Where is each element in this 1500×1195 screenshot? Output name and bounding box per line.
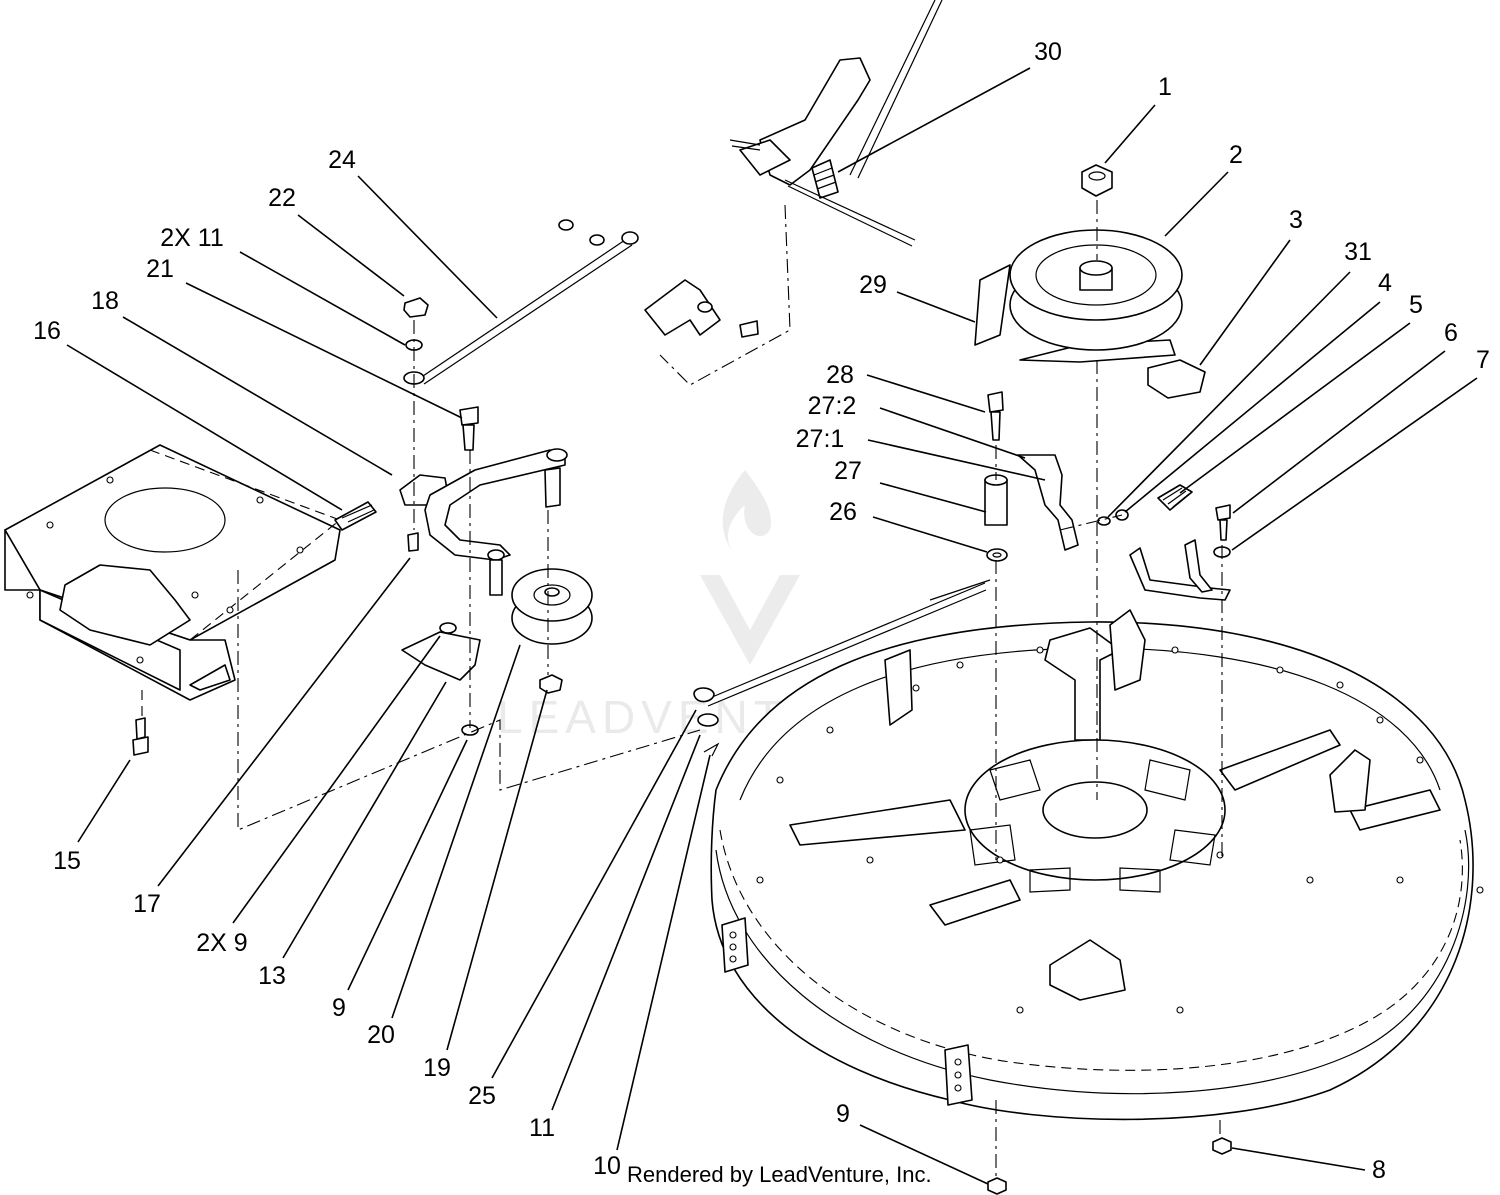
idler-arm-assembly bbox=[984, 391, 1231, 601]
callout-label: 28 bbox=[826, 361, 854, 389]
idler-arm-bracket bbox=[1017, 454, 1079, 551]
callout-label: 26 bbox=[829, 498, 857, 526]
linkage-rod bbox=[693, 579, 991, 757]
lift-bracket bbox=[759, 57, 871, 186]
plate-13 bbox=[401, 631, 481, 681]
nut-22 bbox=[403, 297, 429, 318]
callout-label: 2 bbox=[1229, 141, 1243, 169]
callout-label: 2X 9 bbox=[196, 929, 247, 957]
callout-label: 11 bbox=[529, 1114, 555, 1142]
deck-holes bbox=[756, 646, 1484, 1014]
bushing-31 bbox=[1097, 516, 1111, 526]
callout-label: 13 bbox=[258, 962, 286, 990]
callout-label: 6 bbox=[1444, 319, 1458, 347]
callout-label: 2X 11 bbox=[160, 224, 223, 252]
hex-nut bbox=[1081, 164, 1113, 197]
callout-label: 9 bbox=[836, 1100, 850, 1128]
washer-26 bbox=[986, 548, 1008, 562]
callout-label: 8 bbox=[1372, 1156, 1386, 1184]
callout-label: 18 bbox=[91, 287, 119, 315]
lift-linkage bbox=[419, 0, 943, 386]
leader-lines bbox=[66, 67, 1478, 1185]
deck-front-bracket bbox=[884, 649, 913, 726]
rod-end-eye bbox=[693, 687, 715, 703]
idler-arm-pivot bbox=[984, 479, 1008, 526]
callout-label: 31 bbox=[1344, 238, 1372, 266]
callout-label: 22 bbox=[268, 184, 296, 212]
callout-label: 15 bbox=[53, 847, 81, 875]
callout-label: 29 bbox=[859, 271, 887, 299]
callout-label: 27 bbox=[834, 457, 862, 485]
mower-deck bbox=[710, 609, 1484, 1121]
hanger-bracket-hole bbox=[104, 487, 226, 553]
callout-label: 4 bbox=[1378, 269, 1392, 297]
callout-label: 10 bbox=[593, 1152, 621, 1180]
deck-hanger-bracket bbox=[4, 444, 342, 701]
spindle-pulley-assembly bbox=[974, 229, 1183, 363]
render-credit: Rendered by LeadVenture, Inc. bbox=[627, 1162, 932, 1187]
callout-label: 24 bbox=[328, 146, 356, 174]
nut-19 bbox=[539, 674, 563, 694]
callout-label: 21 bbox=[146, 255, 174, 283]
nuts-2x9 bbox=[439, 622, 457, 634]
callout-label: 3 bbox=[1289, 206, 1303, 234]
watermark-flame-icon bbox=[722, 470, 771, 555]
deck-spindle-center bbox=[1042, 781, 1148, 839]
bolt-15 bbox=[132, 717, 149, 756]
nut-8 bbox=[1212, 1137, 1232, 1155]
watermark-v-icon bbox=[700, 575, 800, 665]
idler-arm-18 bbox=[424, 449, 566, 561]
link-arm-24 bbox=[419, 237, 629, 379]
link-bracket bbox=[644, 279, 721, 336]
callout-label: 1 bbox=[1158, 73, 1172, 101]
washer-11-lower bbox=[697, 713, 719, 727]
callout-label: 9 bbox=[332, 994, 346, 1022]
nut-9-bottom bbox=[987, 1177, 1007, 1195]
callout-label: 19 bbox=[423, 1054, 451, 1082]
callout-label: 25 bbox=[468, 1082, 496, 1110]
spring-16 bbox=[334, 501, 377, 531]
deck-right-hanger bbox=[1109, 609, 1146, 691]
callout-label: 27:2 bbox=[808, 392, 857, 420]
idler-pulley bbox=[511, 568, 593, 694]
deck-rear-bracket bbox=[1329, 749, 1371, 813]
callout-label: 16 bbox=[33, 317, 61, 345]
belt bbox=[974, 264, 1011, 346]
callout-label: 17 bbox=[133, 890, 161, 918]
deck-spider-frame bbox=[789, 627, 1441, 1001]
belt-guide-bracket bbox=[1129, 547, 1231, 601]
bolt-28 bbox=[987, 391, 1004, 441]
deck-skirt-line bbox=[715, 829, 1470, 1095]
threaded-rod bbox=[784, 179, 916, 241]
callout-label: 30 bbox=[1034, 38, 1062, 66]
idler-pivot-arm bbox=[399, 297, 568, 596]
assembly-center-lines bbox=[237, 200, 1223, 1180]
callout-label: 20 bbox=[367, 1021, 395, 1049]
bolt-6 bbox=[1215, 504, 1231, 541]
callout-label: 27:1 bbox=[796, 425, 845, 453]
callout-label: 5 bbox=[1409, 291, 1423, 319]
bolt-21 bbox=[459, 406, 479, 451]
deck-skirt-dash bbox=[719, 829, 1463, 1071]
callout-label: 7 bbox=[1476, 346, 1490, 374]
hairpin-10 bbox=[703, 742, 720, 757]
belt-keeper-clip bbox=[1147, 359, 1206, 399]
lift-spring-30 bbox=[811, 159, 839, 199]
